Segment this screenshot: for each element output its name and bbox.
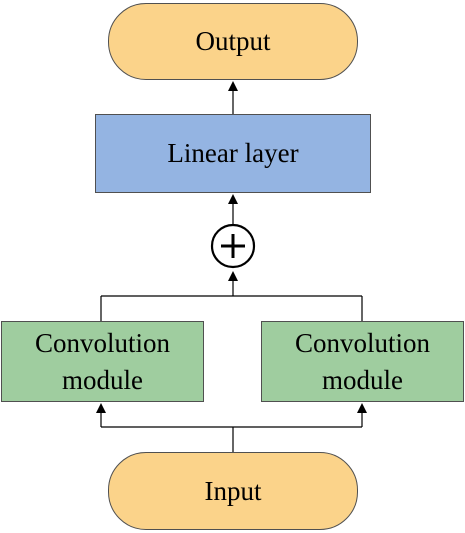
conv-right-label-line1: Convolution [294, 328, 430, 359]
output-node: Output [108, 3, 358, 80]
conv-left-label-line2: module [61, 364, 143, 395]
convolution-module-left: Convolution module [1, 321, 204, 402]
conv-right-label-line2: module [321, 364, 403, 395]
input-node: Input [108, 452, 358, 530]
input-label: Input [204, 475, 262, 506]
convolution-module-right: Convolution module [261, 321, 464, 402]
conv-left-label-line1: Convolution [34, 328, 170, 359]
linear-layer-label: Linear layer [167, 138, 299, 168]
plus-circle-icon [210, 223, 256, 269]
output-label: Output [195, 26, 271, 56]
linear-layer-node: Linear layer [95, 114, 371, 193]
